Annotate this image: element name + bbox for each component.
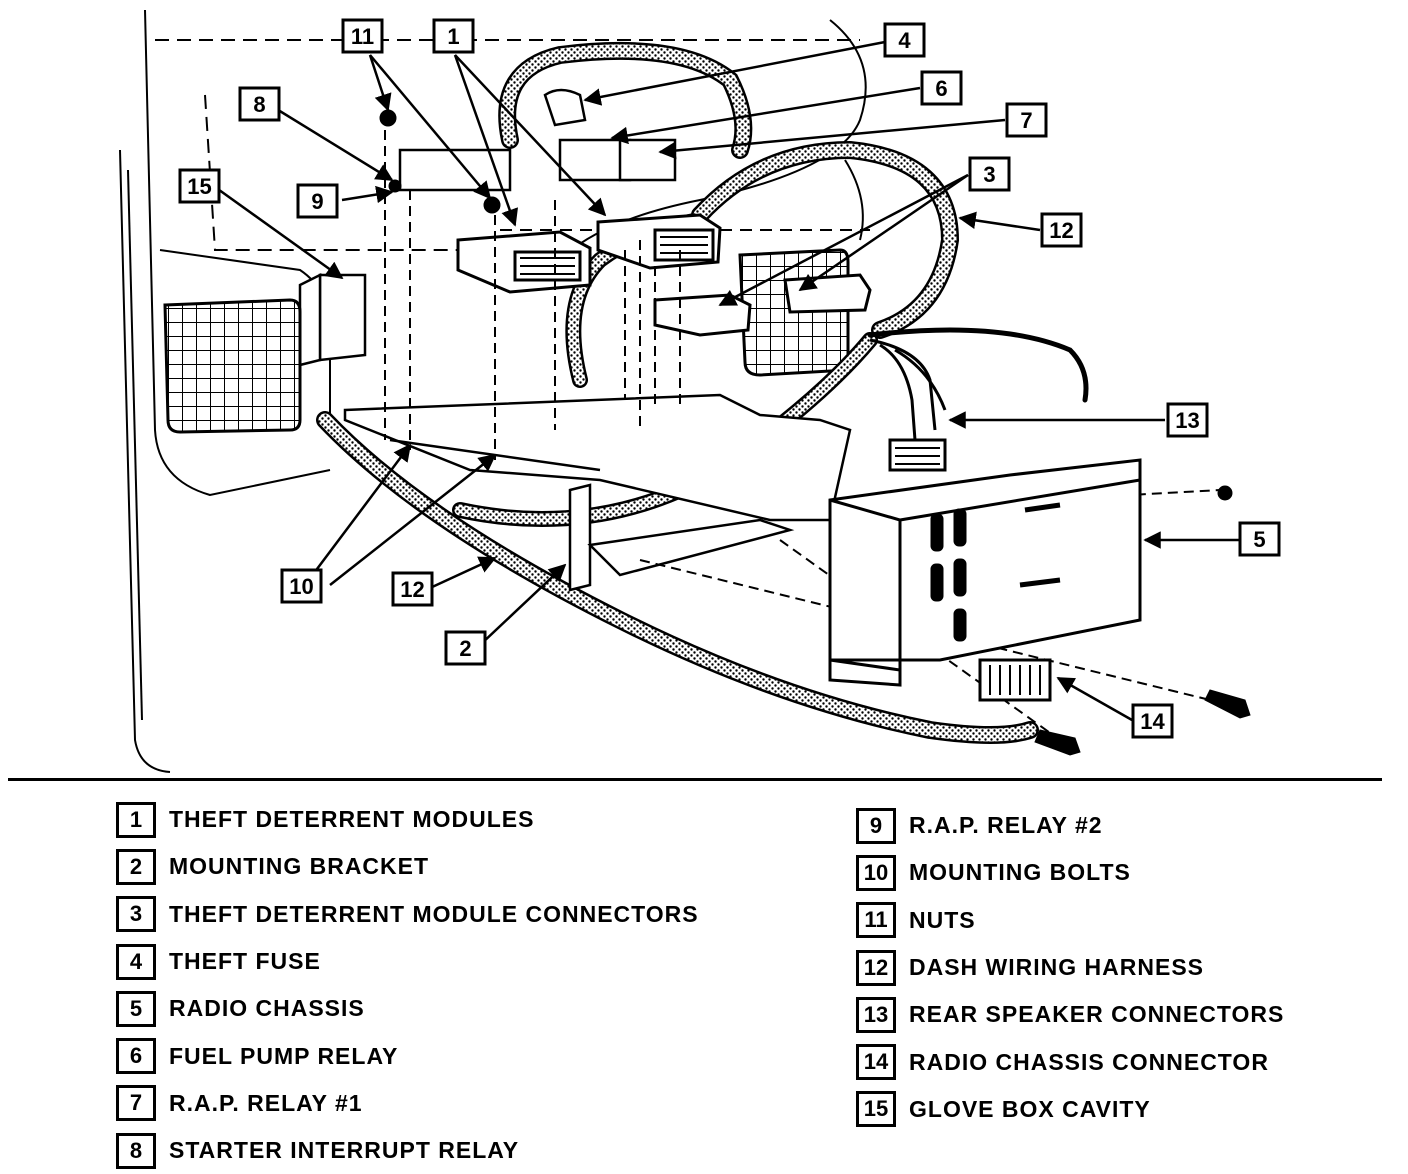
callout-12-lower: 12 <box>391 571 434 607</box>
legend-label: RADIO CHASSIS CONNECTOR <box>909 1048 1269 1075</box>
svg-text:11: 11 <box>351 24 374 49</box>
legend-item: 11 NUTS <box>856 897 1284 944</box>
theft-deterrent-module-right <box>596 213 722 270</box>
svg-text:12: 12 <box>400 577 424 602</box>
legend-number: 2 <box>116 848 156 885</box>
mounting-bracket <box>343 393 852 592</box>
callout-9: 9 <box>296 183 339 219</box>
legend-label: FUEL PUMP RELAY <box>169 1042 399 1069</box>
legend-item: 12 DASH WIRING HARNESS <box>856 944 1284 991</box>
svg-text:2: 2 <box>459 636 471 661</box>
legend-item: 14 RADIO CHASSIS CONNECTOR <box>856 1038 1284 1085</box>
radio-chassis <box>828 458 1142 687</box>
callout-13: 13 <box>1166 402 1209 438</box>
legend-number: 8 <box>116 1132 156 1169</box>
stud-lines <box>384 130 1221 741</box>
callout-3: 3 <box>968 156 1011 192</box>
legend-number: 1 <box>116 801 156 838</box>
svg-text:12: 12 <box>1049 218 1073 243</box>
callout-12-upper: 12 <box>1040 212 1083 248</box>
legend-item: 1 THEFT DETERRENT MODULES <box>116 796 699 843</box>
legend-number: 5 <box>116 990 156 1027</box>
legend-number: 6 <box>116 1038 156 1075</box>
callout-14: 14 <box>1131 703 1174 739</box>
svg-text:13: 13 <box>1175 408 1199 433</box>
legend-item: 9 R.A.P. RELAY #2 <box>856 802 1284 849</box>
legend-left-column: 1 THEFT DETERRENT MODULES 2 MOUNTING BRACK… <box>116 796 699 1174</box>
svg-text:15: 15 <box>187 174 211 199</box>
legend-number: 11 <box>856 902 896 939</box>
legend-item: 15 GLOVE BOX CAVITY <box>856 1086 1284 1133</box>
legend-label: REAR SPEAKER CONNECTORS <box>909 1001 1285 1028</box>
legend-label: STARTER INTERRUPT RELAY <box>169 1137 520 1164</box>
callout-11: 11 <box>341 18 384 54</box>
legend-item: 6 FUEL PUMP RELAY <box>116 1032 699 1079</box>
legend-label: MOUNTING BOLTS <box>909 859 1131 886</box>
callout-10: 10 <box>280 568 323 604</box>
svg-text:7: 7 <box>1020 108 1032 133</box>
callout-15: 15 <box>178 168 221 204</box>
legend-number: 3 <box>116 896 156 933</box>
rear-speaker-connectors <box>869 338 947 472</box>
legend-divider <box>8 778 1382 781</box>
exploded-view-diagram: 11 1 4 6 8 7 3 15 9 12 13 5 10 12 2 14 <box>119 9 1281 773</box>
svg-text:3: 3 <box>983 162 995 187</box>
svg-text:14: 14 <box>1140 709 1165 734</box>
legend-item: 2 MOUNTING BRACKET <box>116 843 699 890</box>
svg-text:8: 8 <box>253 92 265 117</box>
svg-text:10: 10 <box>289 574 313 599</box>
svg-text:4: 4 <box>898 28 911 53</box>
legend-number: 14 <box>856 1044 896 1081</box>
legend-item: 4 THEFT FUSE <box>116 938 699 985</box>
callout-2: 2 <box>444 630 487 666</box>
legend-label: THEFT DETERRENT MODULES <box>169 806 535 833</box>
leader-lines <box>214 40 1240 722</box>
callout-6: 6 <box>920 70 963 106</box>
legend-number: 13 <box>856 996 896 1033</box>
glove-box-cavity <box>298 272 367 367</box>
callout-4: 4 <box>883 22 926 58</box>
left-air-vent <box>163 298 302 434</box>
legend-item: 5 RADIO CHASSIS <box>116 985 699 1032</box>
legend-item: 3 THEFT DETERRENT MODULE CONNECTORS <box>116 891 699 938</box>
callout-8: 8 <box>238 86 281 122</box>
legend-item: 13 REAR SPEAKER CONNECTORS <box>856 991 1284 1038</box>
legend-label: NUTS <box>909 906 976 933</box>
legend-label: RADIO CHASSIS <box>169 995 365 1022</box>
legend-number: 7 <box>116 1085 156 1122</box>
legend-number: 10 <box>856 854 896 891</box>
svg-text:6: 6 <box>935 76 947 101</box>
legend-item: 7 R.A.P. RELAY #1 <box>116 1080 699 1127</box>
legend-item: 10 MOUNTING BOLTS <box>856 849 1284 896</box>
legend-label: R.A.P. RELAY #2 <box>909 812 1103 839</box>
legend-number: 4 <box>116 943 156 980</box>
callout-7: 7 <box>1005 102 1048 138</box>
screws <box>1034 485 1251 756</box>
callout-5: 5 <box>1238 521 1281 557</box>
legend-right-column: 9 R.A.P. RELAY #2 10 MOUNTING BOLTS 11 NUTS… <box>856 802 1284 1133</box>
legend-label: THEFT DETERRENT MODULE CONNECTORS <box>169 900 699 927</box>
svg-text:9: 9 <box>311 189 323 214</box>
legend-number: 15 <box>856 1091 896 1128</box>
callout-1: 1 <box>432 18 475 54</box>
legend-item: 8 STARTER INTERRUPT RELAY <box>116 1127 699 1174</box>
legend-label: R.A.P. RELAY #1 <box>169 1089 363 1116</box>
legend-number: 12 <box>856 949 896 986</box>
legend-label: MOUNTING BRACKET <box>169 853 430 880</box>
svg-text:1: 1 <box>447 24 459 49</box>
nuts <box>379 109 501 214</box>
legend-label: THEFT FUSE <box>169 948 321 975</box>
legend-label: GLOVE BOX CAVITY <box>909 1095 1151 1122</box>
legend-label: DASH WIRING HARNESS <box>909 954 1205 981</box>
svg-text:5: 5 <box>1253 527 1265 552</box>
theft-deterrent-module-left <box>456 230 592 294</box>
legend-number: 9 <box>856 807 896 844</box>
radio-chassis-connector <box>978 658 1052 702</box>
